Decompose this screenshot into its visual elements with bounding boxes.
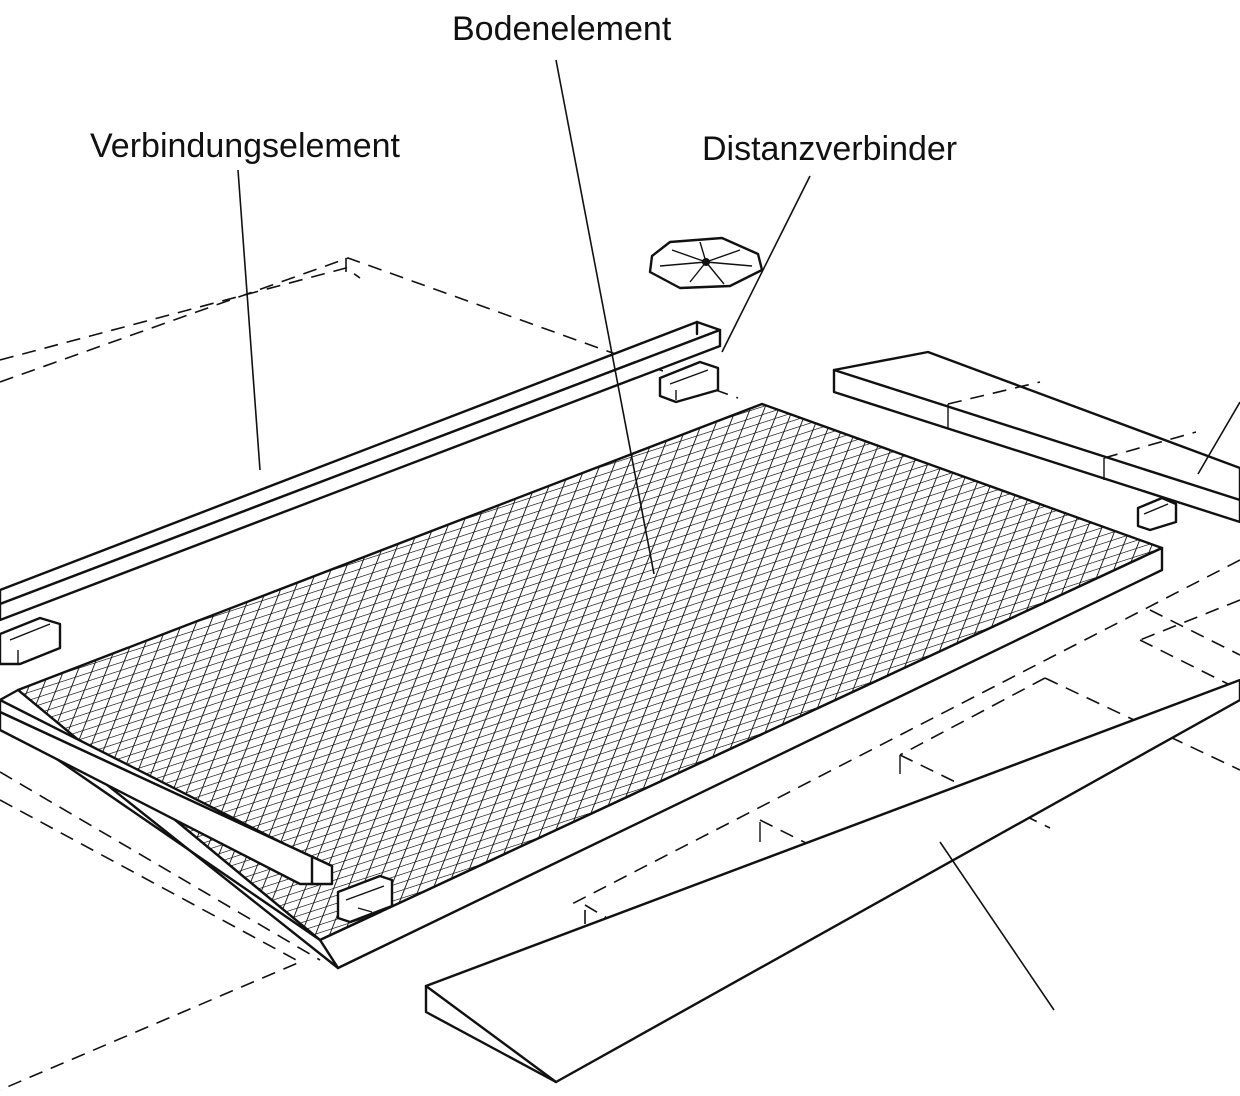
clip-top bbox=[658, 360, 720, 404]
label-connecting-element: Verbindungselement bbox=[90, 127, 401, 165]
dashed-floor-outline bbox=[0, 257, 1240, 1091]
label-floor-element: Bodenelement bbox=[452, 10, 672, 48]
leader-connecting-element bbox=[237, 169, 261, 471]
leader-right-ramp bbox=[1197, 401, 1240, 475]
leader-floor-element bbox=[555, 59, 655, 575]
clip-left bbox=[0, 616, 62, 666]
connecting-bar-front bbox=[0, 698, 334, 886]
clip-right bbox=[1136, 496, 1178, 532]
ramp-edge-front bbox=[424, 678, 1240, 1084]
leader-front-ramp bbox=[939, 841, 1055, 1011]
label-spacer-connector: Distanzverbinder bbox=[702, 130, 957, 168]
connecting-bar-top bbox=[0, 320, 722, 622]
clip-front bbox=[336, 874, 394, 924]
leader-lines bbox=[237, 59, 1240, 1011]
leader-spacer-connector bbox=[721, 175, 811, 353]
spacer-connector-clips bbox=[0, 360, 1178, 924]
octagon-spacer-disc bbox=[648, 236, 764, 290]
ramp-edge-right bbox=[832, 350, 1240, 524]
floor-grating-element bbox=[0, 402, 1164, 970]
